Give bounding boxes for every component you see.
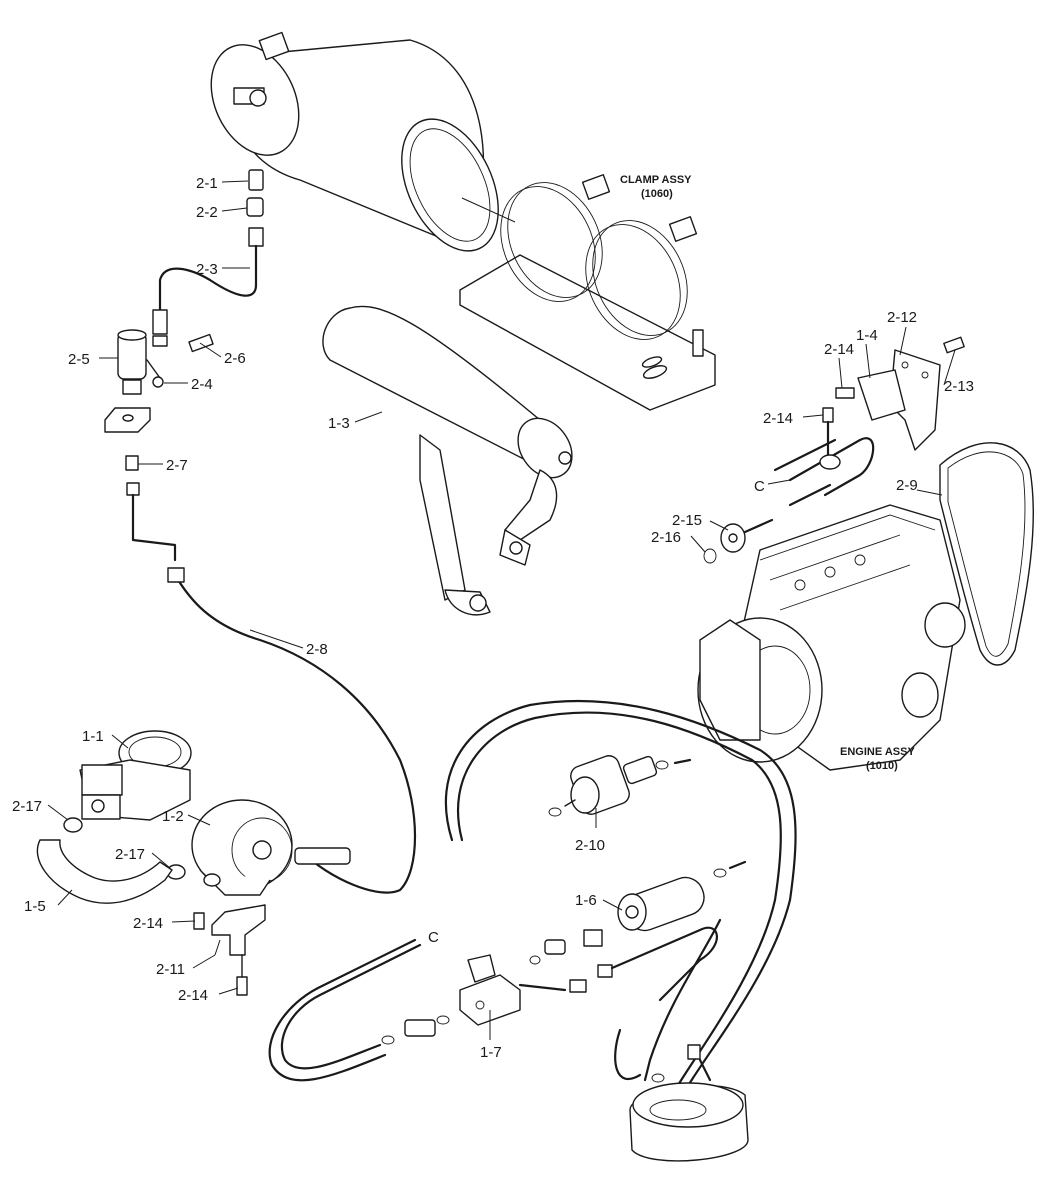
vaporizer-1-1 [79, 730, 192, 821]
ecu-module [822, 336, 965, 462]
label-2-6: 2-6 [224, 350, 246, 367]
label-c-bottom: C [428, 929, 439, 946]
clamp-assy-code: (1060) [641, 188, 673, 200]
engine-assy-title: ENGINE ASSY [840, 746, 915, 758]
clamp-assembly [459, 174, 716, 411]
label-2-15: 2-15 [672, 512, 702, 529]
label-1-7: 1-7 [480, 1044, 502, 1061]
label-2-9: 2-9 [896, 477, 918, 494]
label-2-4: 2-4 [191, 376, 213, 393]
label-2-17-upper: 2-17 [12, 798, 42, 815]
breather-hose [773, 437, 875, 507]
label-1-5: 1-5 [24, 898, 46, 915]
fuel-filter-2-10 [548, 755, 692, 817]
muffler [322, 305, 573, 616]
label-c-top: C [754, 478, 765, 495]
label-1-6: 1-6 [575, 892, 597, 909]
label-2-17-lower: 2-17 [115, 846, 145, 863]
regulator-bracket [193, 904, 266, 996]
label-1-3: 1-3 [328, 415, 350, 432]
callout-labels: 2-1 2-2 2-3 2-5 2-6 2-4 2-7 1-3 2-8 1-1 … [12, 174, 974, 1061]
tank-sender [614, 918, 749, 1162]
label-2-16: 2-16 [651, 529, 681, 546]
engine-assy-code: (1010) [866, 760, 898, 772]
lpg-tank [210, 31, 499, 252]
return-hose [444, 699, 797, 1102]
hose-clamp-upper [63, 817, 83, 833]
label-2-1: 2-1 [196, 175, 218, 192]
label-2-13: 2-13 [944, 378, 974, 395]
flange-and-oring [703, 518, 774, 564]
label-2-7: 2-7 [166, 457, 188, 474]
drive-belt [939, 442, 1034, 666]
clamp-assy-title: CLAMP ASSY [620, 174, 692, 186]
label-2-12: 2-12 [887, 309, 917, 326]
label-2-11: 2-11 [156, 961, 185, 978]
label-2-14-upper-left: 2-14 [133, 915, 163, 932]
label-2-14-mid: 2-14 [763, 410, 793, 427]
label-2-8: 2-8 [306, 641, 328, 658]
lock-off-filter [104, 329, 214, 562]
leader-lines [47, 180, 956, 1040]
fuel-pump-1-6 [583, 860, 747, 947]
label-1-2: 1-2 [162, 808, 184, 825]
label-2-3: 2-3 [196, 261, 218, 278]
engine-assembly [697, 504, 966, 771]
lock-valve-1-7 [268, 926, 718, 1082]
label-1-4: 1-4 [856, 327, 878, 344]
label-1-1: 1-1 [82, 728, 104, 745]
regulator-1-2 [191, 799, 351, 896]
fitting-stack [152, 169, 264, 347]
label-2-2: 2-2 [196, 204, 218, 221]
hose-2-8 [173, 573, 417, 894]
label-2-14-lower-left: 2-14 [178, 987, 208, 1004]
label-2-10: 2-10 [575, 837, 605, 854]
label-2-5: 2-5 [68, 351, 90, 368]
label-2-14-top: 2-14 [824, 341, 854, 358]
hose-1-5 [36, 839, 173, 904]
